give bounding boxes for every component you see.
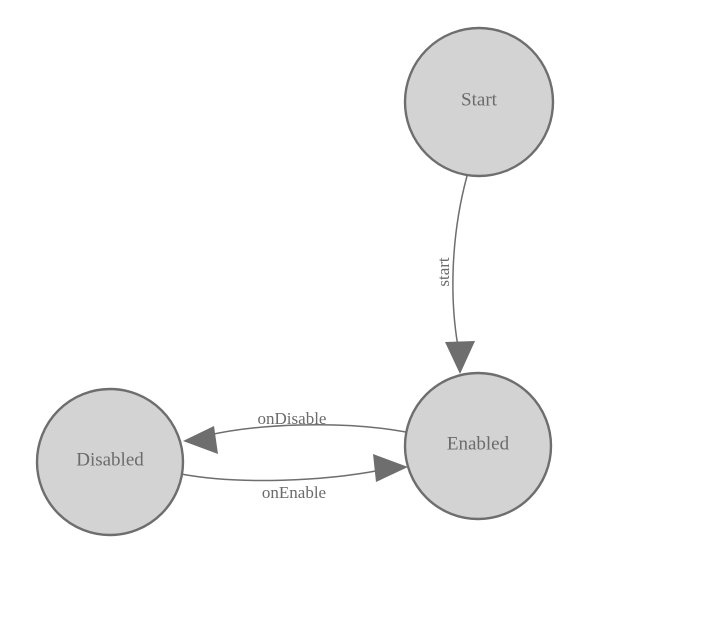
state-node-start-label: Start	[461, 89, 498, 110]
edge-disabled-to-enabled-path	[180, 469, 382, 482]
edge-disabled-to-enabled-arrowhead	[373, 454, 408, 482]
edge-enabled-to-disabled-path	[204, 424, 407, 437]
state-node-start-circle	[403, 26, 555, 178]
edge-enabled-to-disabled-arrowhead	[183, 426, 218, 454]
state-node-start[interactable]: Start	[403, 26, 555, 178]
edge-enabled-to-disabled-label: onDisable	[258, 409, 327, 428]
edge-disabled-to-enabled-label: onEnable	[262, 483, 326, 502]
state-node-disabled-circle	[35, 387, 185, 537]
edge-enabled-to-disabled[interactable]: onDisable	[183, 409, 407, 454]
state-node-disabled-label: Disabled	[76, 449, 144, 470]
state-node-enabled-label: Enabled	[447, 433, 510, 454]
edge-start-to-enabled-path	[452, 175, 468, 353]
edge-start-to-enabled[interactable]: start	[434, 175, 475, 374]
edge-disabled-to-enabled[interactable]: onEnable	[180, 454, 408, 502]
state-node-disabled[interactable]: Disabled	[35, 387, 185, 537]
edge-start-to-enabled-label: start	[434, 257, 453, 287]
state-node-enabled[interactable]: Enabled	[403, 371, 553, 521]
state-node-enabled-circle	[403, 371, 553, 521]
edge-start-to-enabled-arrowhead	[445, 341, 475, 374]
